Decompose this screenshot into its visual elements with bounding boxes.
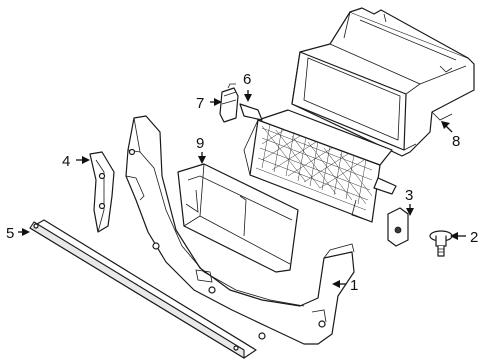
- side-bracket[interactable]: [89, 151, 115, 233]
- air-deflector-duct[interactable]: [291, 7, 475, 157]
- callout-8-number: 8: [452, 133, 460, 150]
- grille-shutter-assembly[interactable]: [239, 103, 397, 223]
- callout-7-number: 7: [196, 95, 204, 112]
- bolt[interactable]: [429, 230, 453, 257]
- callout-9-number: 9: [196, 135, 204, 152]
- air-guide[interactable]: [177, 163, 299, 273]
- callout-1-number: 1: [350, 277, 358, 294]
- callout-2-number: 2: [470, 229, 478, 246]
- clip-nut[interactable]: [387, 207, 409, 247]
- lower-tie-bar[interactable]: [29, 219, 257, 359]
- callout-3-number: 3: [405, 187, 413, 204]
- callout-9: 9: [196, 135, 206, 164]
- callout-6-number: 6: [243, 71, 251, 88]
- callout-4: 4: [62, 153, 90, 170]
- callout-1: 1: [332, 277, 358, 294]
- callout-6: 6: [243, 71, 252, 102]
- shutter-actuator[interactable]: [219, 83, 239, 123]
- callout-5: 5: [6, 225, 30, 242]
- callout-8: 8: [441, 121, 460, 150]
- callout-2: 2: [450, 229, 478, 246]
- callout-5-number: 5: [6, 225, 14, 242]
- callout-7: 7: [196, 95, 222, 112]
- callout-3: 3: [405, 187, 414, 216]
- shutter-mesh: [255, 123, 373, 211]
- callout-4-number: 4: [62, 153, 70, 170]
